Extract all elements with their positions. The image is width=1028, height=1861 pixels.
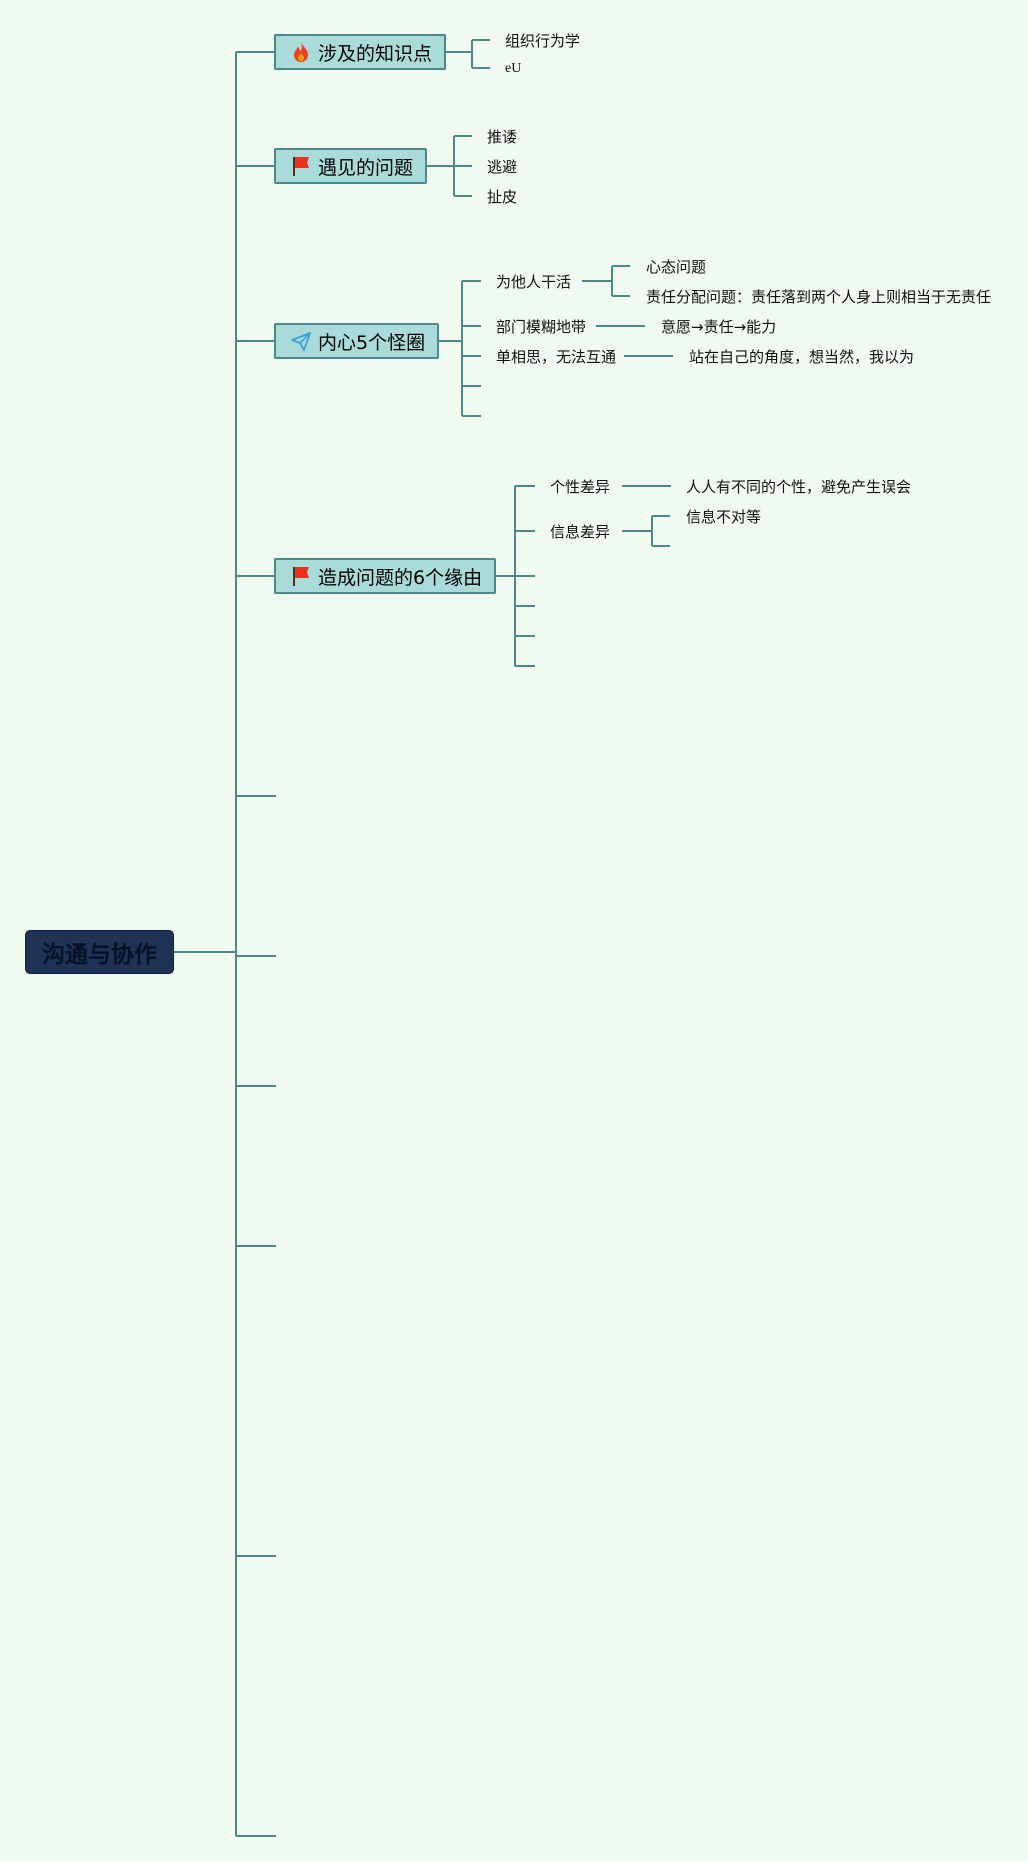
detail-item[interactable]: 站在自己的角度，想当然，我以为 [689, 348, 915, 366]
subtopic-item[interactable]: 个性差异 [550, 478, 611, 496]
topic-label: 造成问题的6个缘由 [318, 566, 483, 589]
detail-item[interactable]: 人人有不同的个性，避免产生误会 [686, 478, 912, 496]
flag-icon [290, 565, 312, 587]
topic-six-causes[interactable]: 造成问题的6个缘由 [274, 558, 497, 594]
topic-label: 遇见的问题 [318, 156, 414, 179]
subtopic-item[interactable]: 部门模糊地带 [496, 318, 587, 336]
subtopic-item[interactable]: 信息差异 [550, 523, 611, 541]
topic-knowledge-points[interactable]: 涉及的知识点 [274, 34, 447, 70]
detail-item[interactable]: 信息不对等 [686, 508, 762, 526]
topic-inner-circles[interactable]: 内心5个怪圈 [274, 323, 440, 359]
paper-plane-icon [290, 330, 312, 352]
topic-problems-met[interactable]: 遇见的问题 [274, 148, 428, 184]
flag-icon [290, 155, 312, 177]
detail-item[interactable]: 意愿→责任→能力 [661, 318, 777, 336]
fire-icon [290, 41, 312, 63]
topic-label: 内心5个怪圈 [318, 331, 426, 354]
subtopic-item[interactable]: 推诿 [487, 128, 518, 146]
subtopic-item[interactable]: 扯皮 [487, 188, 518, 206]
subtopic-item[interactable]: 逃避 [487, 158, 518, 176]
detail-item[interactable]: 责任分配问题：责任落到两个人身上则相当于无责任 [646, 288, 992, 306]
detail-item[interactable]: 心态问题 [646, 258, 707, 276]
root-topic[interactable]: 沟通与协作 [25, 930, 174, 974]
subtopic-item[interactable]: 单相思，无法互通 [496, 348, 617, 366]
root-topic-label: 沟通与协作 [42, 942, 157, 968]
subtopic-item[interactable]: eU [505, 61, 522, 76]
topic-label: 涉及的知识点 [318, 42, 433, 65]
subtopic-item[interactable]: 为他人干活 [496, 273, 572, 291]
subtopic-item[interactable]: 组织行为学 [505, 32, 581, 50]
